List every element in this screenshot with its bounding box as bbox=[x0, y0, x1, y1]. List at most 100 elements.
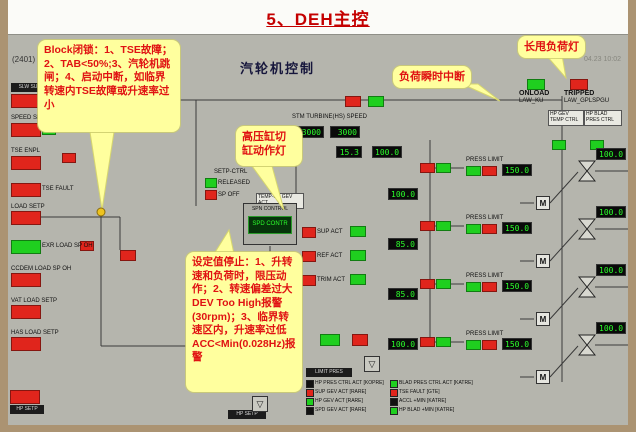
legend-swatch bbox=[306, 380, 314, 388]
indicator-block-red[interactable] bbox=[420, 221, 435, 231]
indicator-block-red[interactable] bbox=[302, 251, 316, 262]
hmi-label: SUP ACT bbox=[317, 229, 343, 235]
indicator-block-red[interactable] bbox=[482, 282, 497, 292]
indicator-block-red[interactable] bbox=[11, 94, 41, 108]
motor-box[interactable]: M bbox=[536, 370, 550, 384]
indicator-block-red[interactable] bbox=[352, 334, 368, 346]
indicator-block-green[interactable] bbox=[436, 163, 451, 173]
hmi-label: HAS LOAD SETP bbox=[11, 330, 59, 336]
hmi-label: TRIM ACT bbox=[317, 277, 345, 283]
hmi-label: STM TURBINE(HS) SPEED bbox=[292, 114, 367, 120]
digital-display: 150.0 bbox=[502, 222, 532, 234]
legend-label: SUP GEV ACT [RARE] bbox=[315, 389, 367, 395]
callout-load-interrupt: 负荷瞬时中断 bbox=[393, 66, 471, 89]
status-tripped: TRIPPED LAW_GPLSPGU bbox=[564, 90, 609, 106]
callout-hp-cut: 高压缸切缸动作灯 bbox=[236, 126, 302, 166]
hmi-label: PRESS LIMIT bbox=[466, 215, 504, 221]
motor-box[interactable]: M bbox=[536, 312, 550, 326]
digital-display: 100.0 bbox=[596, 148, 626, 160]
indicator-block-green[interactable] bbox=[205, 178, 217, 188]
indicator-block-red[interactable] bbox=[482, 224, 497, 234]
legend-swatch bbox=[390, 380, 398, 388]
indicator-block-green[interactable] bbox=[436, 221, 451, 231]
indicator-block-red[interactable] bbox=[11, 337, 41, 351]
screen-title: 汽轮机控制 bbox=[240, 61, 316, 76]
indicator-block-green[interactable] bbox=[466, 166, 481, 176]
indicator-block-red[interactable] bbox=[80, 241, 94, 251]
indicator-block-green[interactable] bbox=[350, 274, 366, 285]
digital-display: 3000 bbox=[330, 126, 360, 138]
indicator-block-red[interactable] bbox=[11, 305, 41, 319]
indicator-block-red[interactable] bbox=[11, 211, 41, 225]
indicator-block-red[interactable] bbox=[420, 337, 435, 347]
hmi-label: RELEASED bbox=[218, 180, 251, 186]
hmi-label: SPEED SETP bbox=[11, 115, 49, 121]
indicator-block-red[interactable] bbox=[11, 273, 41, 287]
digital-display: 150.0 bbox=[502, 280, 532, 292]
digital-display: 100.0 bbox=[372, 146, 402, 158]
indicator-block-red[interactable] bbox=[62, 153, 76, 163]
legend-swatch bbox=[390, 398, 398, 406]
valve-icon[interactable] bbox=[577, 160, 597, 182]
indicator-block-green[interactable] bbox=[466, 282, 481, 292]
function-symbol: ▽ bbox=[364, 356, 380, 372]
legend-label: HP PRES CTRL ACT [KOPRE] bbox=[315, 380, 384, 386]
motor-box[interactable]: M bbox=[536, 196, 550, 210]
hmi-label: PRESS LIMIT bbox=[466, 273, 504, 279]
hmi-label: PRESS LIMIT bbox=[466, 331, 504, 337]
indicator-block-red[interactable] bbox=[10, 390, 40, 404]
status-onload: ONLOAD LAW_KU bbox=[519, 90, 549, 106]
indicator-block-green[interactable] bbox=[350, 226, 366, 237]
indicator-block-green[interactable] bbox=[552, 140, 566, 150]
callout-long-load-lamp: 长甩负荷灯 bbox=[518, 36, 585, 59]
hmi-header-strip: HP SETP bbox=[10, 405, 44, 414]
indicator-block-red[interactable] bbox=[482, 340, 497, 350]
indicator-block-green[interactable] bbox=[436, 279, 451, 289]
indicator-block-red[interactable] bbox=[570, 79, 588, 90]
indicator-block-red[interactable] bbox=[11, 183, 41, 197]
valve-icon[interactable] bbox=[577, 334, 597, 356]
screen-code: (2401) bbox=[12, 55, 36, 64]
indicator-block-red[interactable] bbox=[482, 166, 497, 176]
legend-swatch bbox=[390, 407, 398, 415]
indicator-block-red[interactable] bbox=[11, 123, 41, 137]
indicator-block-green[interactable] bbox=[436, 337, 451, 347]
hmi-label: EXR LOAD SP OH bbox=[42, 243, 93, 249]
indicator-block-green[interactable] bbox=[11, 240, 41, 254]
indicator-block-green[interactable] bbox=[466, 224, 481, 234]
indicator-block-green[interactable] bbox=[466, 340, 481, 350]
legend-swatch bbox=[306, 398, 314, 406]
indicator-block-green[interactable] bbox=[350, 250, 366, 261]
valve-icon[interactable] bbox=[577, 218, 597, 240]
digital-display: 100.0 bbox=[596, 206, 626, 218]
digital-display: 85.0 bbox=[388, 238, 418, 250]
indicator-block-red[interactable] bbox=[11, 156, 41, 170]
hmi-label: SETP-CTRL bbox=[214, 169, 248, 175]
indicator-block-green[interactable] bbox=[320, 334, 340, 346]
indicator-block-red[interactable] bbox=[120, 250, 136, 261]
hmi-label: CCDEM LOAD SP OH bbox=[11, 266, 72, 272]
indicator-block-red[interactable] bbox=[302, 275, 316, 286]
digital-display: 85.0 bbox=[388, 288, 418, 300]
indicator-block-green[interactable] bbox=[527, 79, 545, 90]
legend-label: ACCL +MIN [KATRE] bbox=[399, 398, 447, 404]
indicator-block-red[interactable] bbox=[345, 96, 361, 107]
hmi-header-strip: LIMIT PRES bbox=[306, 368, 352, 377]
spn-control-box[interactable]: SPN CONTROL SPD CONTR bbox=[243, 203, 297, 245]
motor-box[interactable]: M bbox=[536, 254, 550, 268]
indicator-block-red[interactable] bbox=[205, 190, 217, 200]
valve-icon[interactable] bbox=[577, 276, 597, 298]
digital-display: 100.0 bbox=[596, 322, 626, 334]
legend-swatch bbox=[306, 389, 314, 397]
hmi-tag: HP BLAD PRES CTRL bbox=[584, 110, 622, 126]
digital-display: 15.3 bbox=[336, 146, 362, 158]
indicator-block-red[interactable] bbox=[420, 279, 435, 289]
hmi-label: LOAD SETP bbox=[11, 204, 45, 210]
title-bar: 5、DEH主控 bbox=[8, 0, 628, 34]
indicator-block-red[interactable] bbox=[302, 227, 316, 238]
indicator-block-green[interactable] bbox=[368, 96, 384, 107]
legend-label: HP BLAD +MIN [KATRE] bbox=[399, 407, 455, 413]
function-symbol: ▽ bbox=[252, 396, 268, 412]
indicator-block-red[interactable] bbox=[420, 163, 435, 173]
